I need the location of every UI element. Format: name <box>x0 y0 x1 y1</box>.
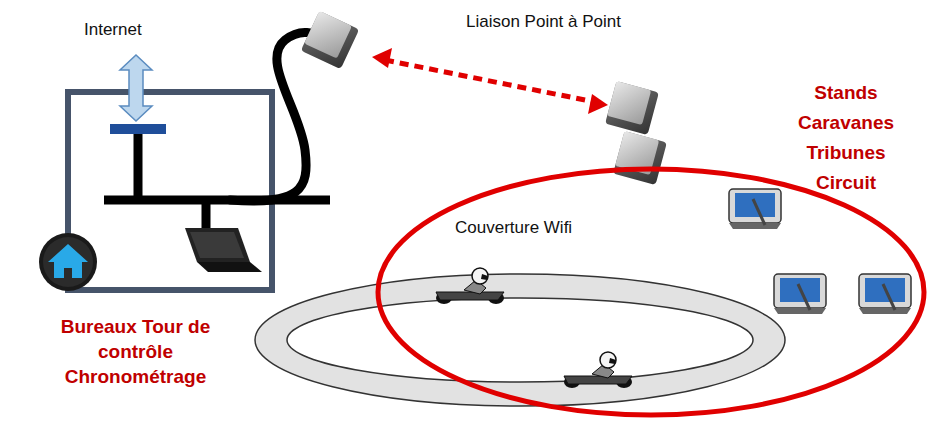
router-bar <box>110 124 166 134</box>
laptop <box>185 228 262 272</box>
building-outline <box>68 92 272 290</box>
site-heading: Bureaux Tour de contrôle Chronométrage <box>48 314 223 389</box>
antenna-cable <box>230 32 325 201</box>
arrow-head <box>588 94 608 114</box>
zone-heading: Stands Caravanes Tribunes Circuit <box>790 78 902 198</box>
point-to-point-link <box>385 60 595 102</box>
wifi-coverage-zone: Couverture Wifi <box>375 166 927 418</box>
antenna <box>301 11 667 185</box>
internet-label: Internet <box>84 20 142 40</box>
zone-label: Couverture Wifi <box>455 218 572 238</box>
home-icon <box>39 233 97 291</box>
internet-arrow <box>120 55 152 121</box>
track-infield <box>287 298 753 382</box>
arrow-head <box>372 48 392 68</box>
link-label: Liaison Point à Point <box>466 12 621 32</box>
lan-wire <box>104 134 330 228</box>
kart <box>436 268 632 388</box>
office-building: Bureaux Tour de contrôle Chronométrage <box>68 92 272 290</box>
coverage-outline <box>375 166 927 418</box>
track <box>255 274 785 406</box>
tablet <box>729 189 911 314</box>
